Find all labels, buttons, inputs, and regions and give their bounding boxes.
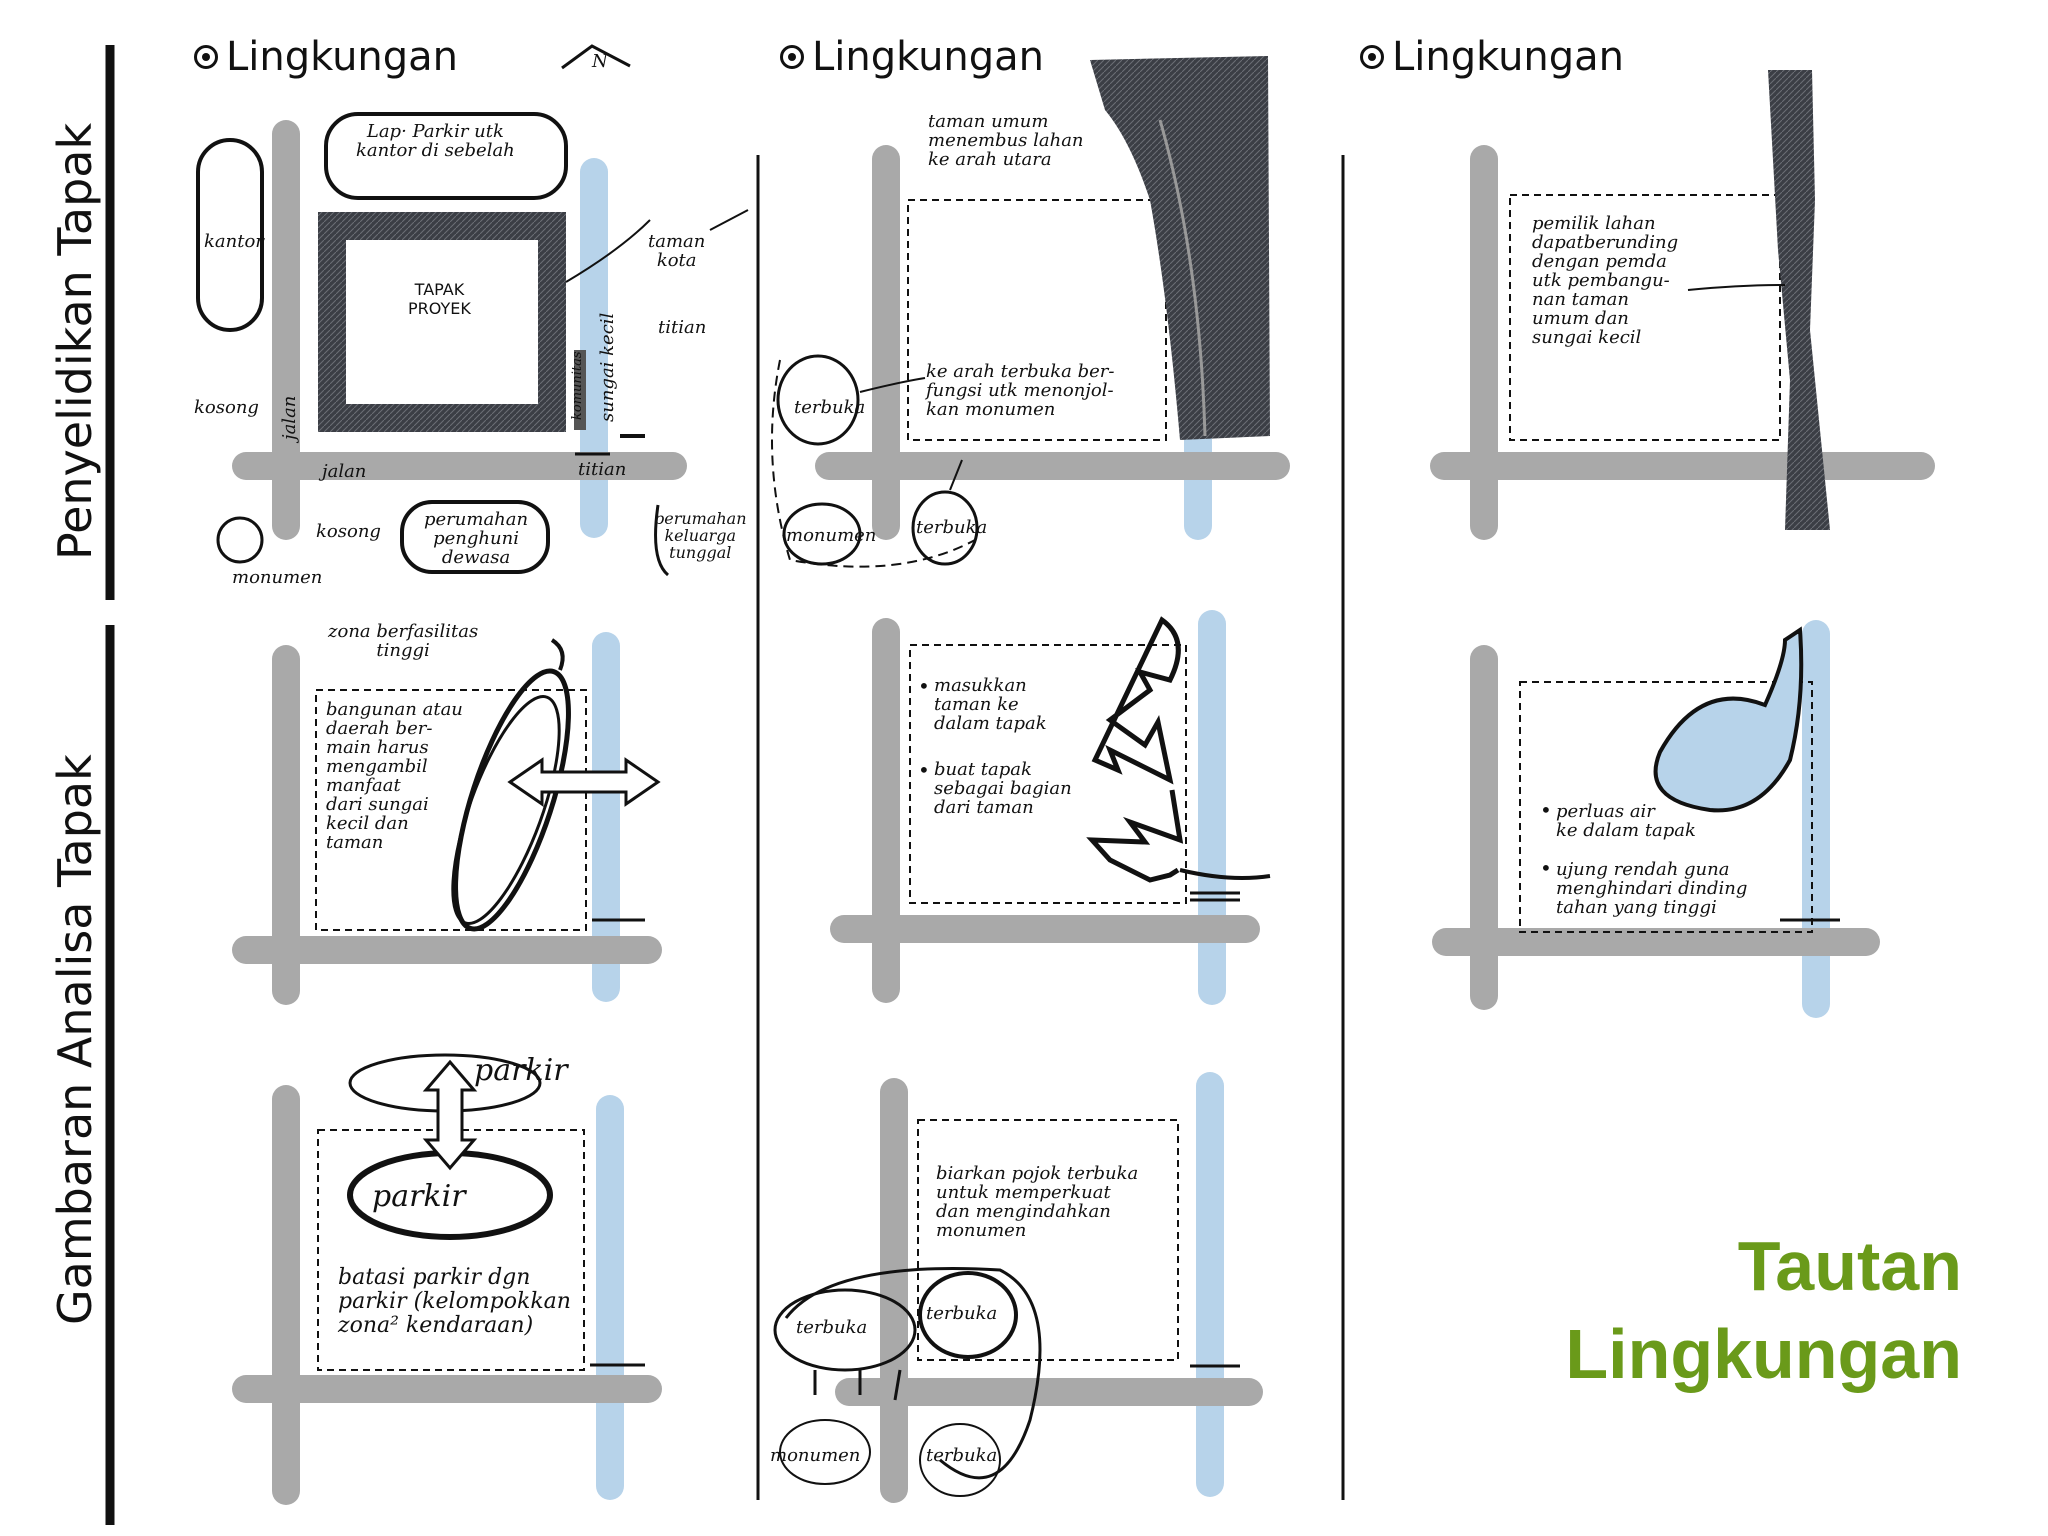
heading-col1-text: Lingkungan xyxy=(226,34,459,80)
bullet-site-part-park: buat tapak sebagai bagian dari taman xyxy=(934,759,1072,818)
label-city-park: taman kota xyxy=(648,231,706,271)
panel-3-1-sketch xyxy=(232,1053,662,1505)
note-limit-parking: batasi parkir dgn parkir (kelompokkan zo… xyxy=(338,1265,571,1338)
row-label-penyelidikan: Penyelidikan Tapak xyxy=(48,122,102,560)
label-office: kantor xyxy=(204,231,264,252)
label-parking-top: parkir xyxy=(474,1053,568,1088)
bullet-bring-park: masukkan taman ke dalam tapak xyxy=(934,675,1047,734)
note-keep-corner-open: biarkan pojok terbuka untuk memperkuat d… xyxy=(936,1163,1139,1241)
label-adult-housing: perumahan penghuni dewasa xyxy=(424,509,529,568)
note-open-monument: ke arah terbuka ber- fungsi utk menonjol… xyxy=(926,361,1115,420)
label-family-housing: perumahan keluarga tunggal xyxy=(654,509,747,562)
label-open-left-3: terbuka xyxy=(796,1317,868,1338)
label-open-right-3: terbuka xyxy=(926,1303,998,1324)
label-empty-left: kosong xyxy=(194,397,259,418)
bullet-dot-3: • xyxy=(1540,798,1552,822)
label-site: TAPAK PROYEK xyxy=(408,280,471,318)
label-open-bottom: terbuka xyxy=(916,517,988,538)
heading-col1: Lingkungan xyxy=(194,34,458,80)
heading-col2: Lingkungan xyxy=(780,34,1044,80)
slide-title-line2: Lingkungan xyxy=(1565,1315,1962,1393)
label-open-bottom-3: terbuka xyxy=(926,1445,998,1466)
note-owner-negotiate: pemilik lahan dapatberunding dengan pemd… xyxy=(1532,213,1679,348)
label-parking-office: Lap· Parkir utk kantor di sebelah xyxy=(356,121,515,161)
note-building-benefit: bangunan atau daerah ber- main harus men… xyxy=(326,699,463,853)
panel-1-1-sketch xyxy=(196,112,749,577)
bullet-dot-4: • xyxy=(1540,856,1552,880)
label-monument-3: monumen xyxy=(770,1445,861,1466)
bullet-extend-water: perluas air ke dalam tapak xyxy=(1556,801,1696,841)
bullet-target-icon xyxy=(780,45,804,69)
panel-1-3-sketch xyxy=(1430,70,1935,540)
panel-2-2-sketch xyxy=(830,610,1271,1005)
heading-col2-text: Lingkungan xyxy=(812,34,1045,80)
bullet-low-end: ujung rendah guna menghindari dinding ta… xyxy=(1556,859,1748,918)
panel-3-2-sketch xyxy=(773,1072,1263,1503)
label-creek: sungai kecil xyxy=(597,312,618,422)
heading-col3-text: Lingkungan xyxy=(1392,34,1625,80)
label-monument-2: monumen xyxy=(786,525,877,546)
north-label: N xyxy=(592,51,608,72)
bullet-dot-1: • xyxy=(918,674,930,698)
bullet-dot-2: • xyxy=(918,758,930,782)
label-road-vertical: jalan xyxy=(279,395,300,440)
panel-1-2-sketch xyxy=(771,56,1290,568)
label-parking-main: parkir xyxy=(372,1179,466,1214)
label-zone-facility: zona berfasilitas tinggi xyxy=(328,621,479,661)
label-empty-bottom: kosong xyxy=(316,521,381,542)
panel-2-1-sketch xyxy=(232,632,662,1005)
row-label-gambaran: Gambaran Analisa Tapak xyxy=(48,754,102,1325)
note-park-north: taman umum menembus lahan ke arah utara xyxy=(928,111,1084,170)
label-road-horizontal: jalan xyxy=(322,461,367,482)
bullet-target-icon xyxy=(194,45,218,69)
label-bridge-bottom: titian xyxy=(578,459,627,480)
panel-2-3-sketch xyxy=(1432,620,1880,1018)
label-open-left: terbuka xyxy=(794,397,866,418)
label-monument: monumen xyxy=(232,567,323,588)
label-community: komunitas xyxy=(570,351,585,420)
heading-col3: Lingkungan xyxy=(1360,34,1624,80)
label-bridge-top: titian xyxy=(658,317,707,338)
slide-title-line1: Tautan xyxy=(1737,1227,1962,1305)
north-arrow-icon xyxy=(561,44,631,70)
bullet-target-icon xyxy=(1360,45,1384,69)
slide-title: Tautan Lingkungan xyxy=(1565,1222,1962,1398)
